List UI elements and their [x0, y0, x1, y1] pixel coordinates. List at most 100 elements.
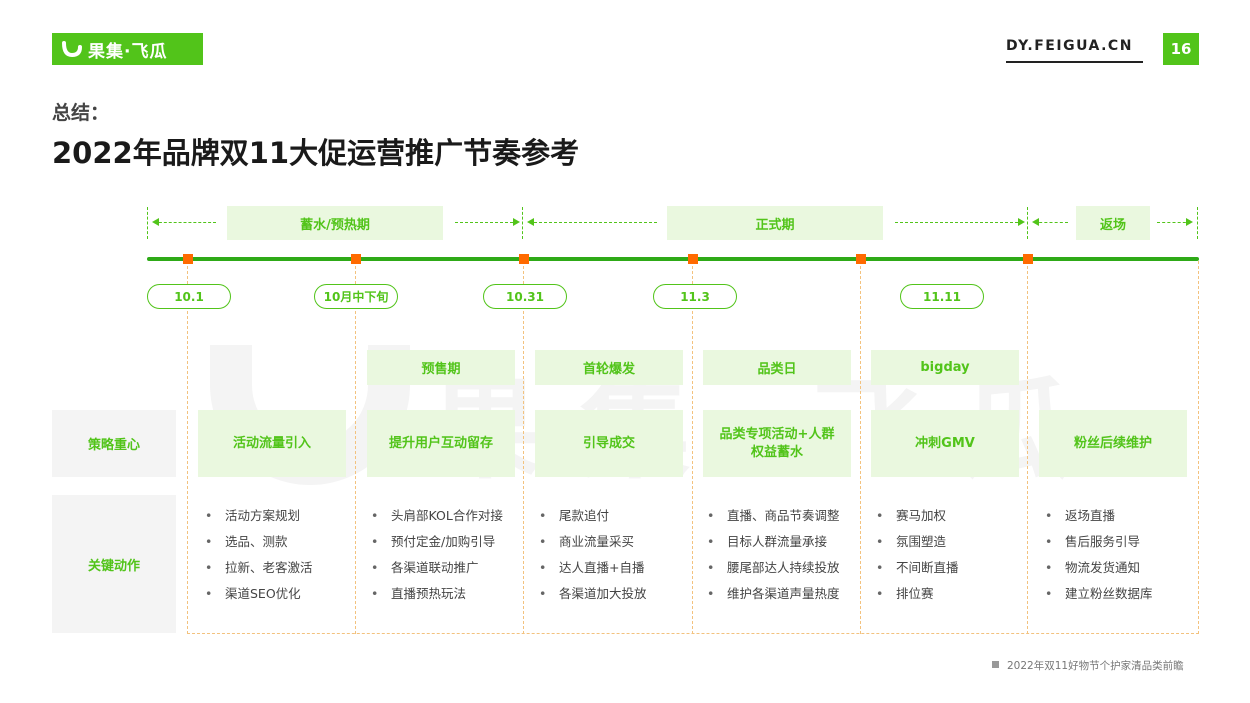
list-item: •选品、测款 — [205, 532, 313, 558]
sub-phase-presale: 预售期 — [367, 350, 515, 385]
phase-arrow-right — [455, 218, 520, 226]
bullet-icon: • — [876, 586, 884, 601]
bullet-icon: • — [371, 508, 379, 523]
action-list: •直播、商品节奏调整 •目标人群流量承接 •腰尾部达人持续投放 •维护各渠道声量… — [707, 506, 840, 610]
bullet-icon: • — [539, 586, 547, 601]
bullet-icon: • — [539, 560, 547, 575]
action-text: 头肩部KOL合作对接 — [391, 508, 503, 523]
timeline-marker — [856, 254, 866, 264]
bullet-icon: • — [707, 534, 715, 549]
phase-boundary — [147, 207, 148, 239]
action-text: 拉新、老客激活 — [225, 560, 313, 575]
phase-arrow-left — [152, 218, 216, 226]
list-item: •各渠道加大投放 — [539, 584, 647, 610]
logo-text: 果集·飞瓜 — [88, 41, 168, 62]
row-label-actions: 关键动作 — [52, 495, 176, 633]
action-text: 售后服务引导 — [1065, 534, 1141, 549]
brand-logo: 果集·飞瓜 — [52, 33, 203, 65]
page-title: 2022年品牌双11大促运营推广节奏参考 — [52, 136, 580, 170]
bullet-icon: • — [539, 508, 547, 523]
sub-phase-bigday: bigday — [871, 350, 1019, 385]
list-item: • 氛围塑造 — [876, 532, 959, 558]
bullet-icon: • — [371, 560, 379, 575]
bullet-icon: • — [539, 534, 547, 549]
action-text: 商业流量采买 — [559, 534, 635, 549]
date-pill: 10.31 — [483, 284, 567, 309]
phase-arrow-right — [895, 218, 1025, 226]
strategy-cell: 引导成交 — [535, 410, 683, 477]
list-item: •预付定金/加购引导 — [371, 532, 503, 558]
site-url[interactable]: DY.FEIGUA.CN — [1006, 38, 1133, 54]
action-list: • 头肩部KOL合作对接 •预付定金/加购引导 • 各渠道联动推广 • 直播预热玩法 — [371, 506, 503, 610]
action-text: 物流发货通知 — [1065, 560, 1141, 575]
column-divider — [187, 261, 188, 634]
page-subtitle: 总结： — [52, 102, 110, 124]
phase-formal: 正式期 — [667, 206, 883, 240]
list-item: • 达人直播+自播 — [539, 558, 647, 584]
list-item: •返场直播 — [1045, 506, 1153, 532]
bullet-icon: • — [205, 586, 213, 601]
bullet-icon: • — [1045, 534, 1053, 549]
bullet-icon: • — [707, 560, 715, 575]
column-divider — [355, 261, 356, 634]
action-text: 维护各渠道声量热度 — [727, 586, 840, 601]
bullet-icon: • — [876, 508, 884, 523]
action-text: 建立粉丝数据库 — [1065, 586, 1153, 601]
date-pill: 10.1 — [147, 284, 231, 309]
footnote: 2022年双11好物节个护家清品类前瞻 — [992, 658, 1184, 673]
list-item: • 直播预热玩法 — [371, 584, 503, 610]
list-item: • 渠道SEO优化 — [205, 584, 313, 610]
action-text: 直播预热玩法 — [391, 586, 467, 601]
row-label-strategy: 策略重心 — [52, 410, 176, 477]
timeline-marker — [688, 254, 698, 264]
action-list: •赛马加权 •氛围塑造 •不间断直播 •排位赛 — [876, 506, 959, 610]
action-text: 排位赛 — [896, 586, 934, 601]
list-item: •直播、商品节奏调整 — [707, 506, 840, 532]
sub-phase-first-burst: 首轮爆发 — [535, 350, 683, 385]
action-text: 氛围塑造 — [896, 534, 947, 549]
list-item: • 物流发货通知 — [1045, 558, 1153, 584]
list-item: • 尾款追付 — [539, 506, 647, 532]
column-divider — [860, 261, 861, 634]
list-item: •活动方案规划 — [205, 506, 313, 532]
column-divider — [1027, 261, 1028, 634]
action-text: 达人直播+自播 — [559, 560, 645, 575]
list-item: • 头肩部KOL合作对接 — [371, 506, 503, 532]
logo-icon — [62, 41, 82, 57]
timeline-marker — [1023, 254, 1033, 264]
phase-boundary — [1027, 207, 1028, 239]
action-text: 尾款追付 — [559, 508, 610, 523]
strategy-cell: 粉丝后续维护 — [1039, 410, 1187, 477]
bullet-icon: • — [876, 560, 884, 575]
phase-boundary — [1197, 207, 1198, 239]
list-item: • 售后服务引导 — [1045, 532, 1153, 558]
bullet-icon: • — [205, 560, 213, 575]
column-divider — [523, 261, 524, 634]
timeline-bar — [147, 257, 1199, 261]
action-text: 活动方案规划 — [225, 508, 301, 523]
action-text: 渠道SEO优化 — [225, 586, 301, 601]
list-item: • 各渠道联动推广 — [371, 558, 503, 584]
bullet-icon: • — [876, 534, 884, 549]
bullet-icon: • — [707, 586, 715, 601]
square-icon — [992, 661, 999, 668]
strategy-cell: 冲刺GMV — [871, 410, 1019, 477]
footnote-text: 2022年双11好物节个护家清品类前瞻 — [1007, 660, 1184, 672]
action-text: 直播、商品节奏调整 — [727, 508, 840, 523]
column-divider — [1198, 261, 1199, 634]
site-underline — [1006, 61, 1143, 63]
bullet-icon: • — [1045, 560, 1053, 575]
timeline-marker — [183, 254, 193, 264]
action-text: 腰尾部达人持续投放 — [727, 560, 840, 575]
sub-phase-category-day: 品类日 — [703, 350, 851, 385]
phase-preheat: 蓄水/预热期 — [227, 206, 443, 240]
date-pill: 11.3 — [653, 284, 737, 309]
phase-arrow-left — [527, 218, 657, 226]
bullet-icon: • — [371, 586, 379, 601]
strategy-cell: 品类专项活动+人群 权益蓄水 — [703, 410, 851, 477]
action-text: 各渠道联动推广 — [391, 560, 479, 575]
action-list: •活动方案规划 •选品、测款 • 拉新、老客激活 • 渠道SEO优化 — [205, 506, 313, 610]
strategy-cell: 活动流量引入 — [198, 410, 346, 477]
timeline-marker — [351, 254, 361, 264]
list-item: • 腰尾部达人持续投放 — [707, 558, 840, 584]
